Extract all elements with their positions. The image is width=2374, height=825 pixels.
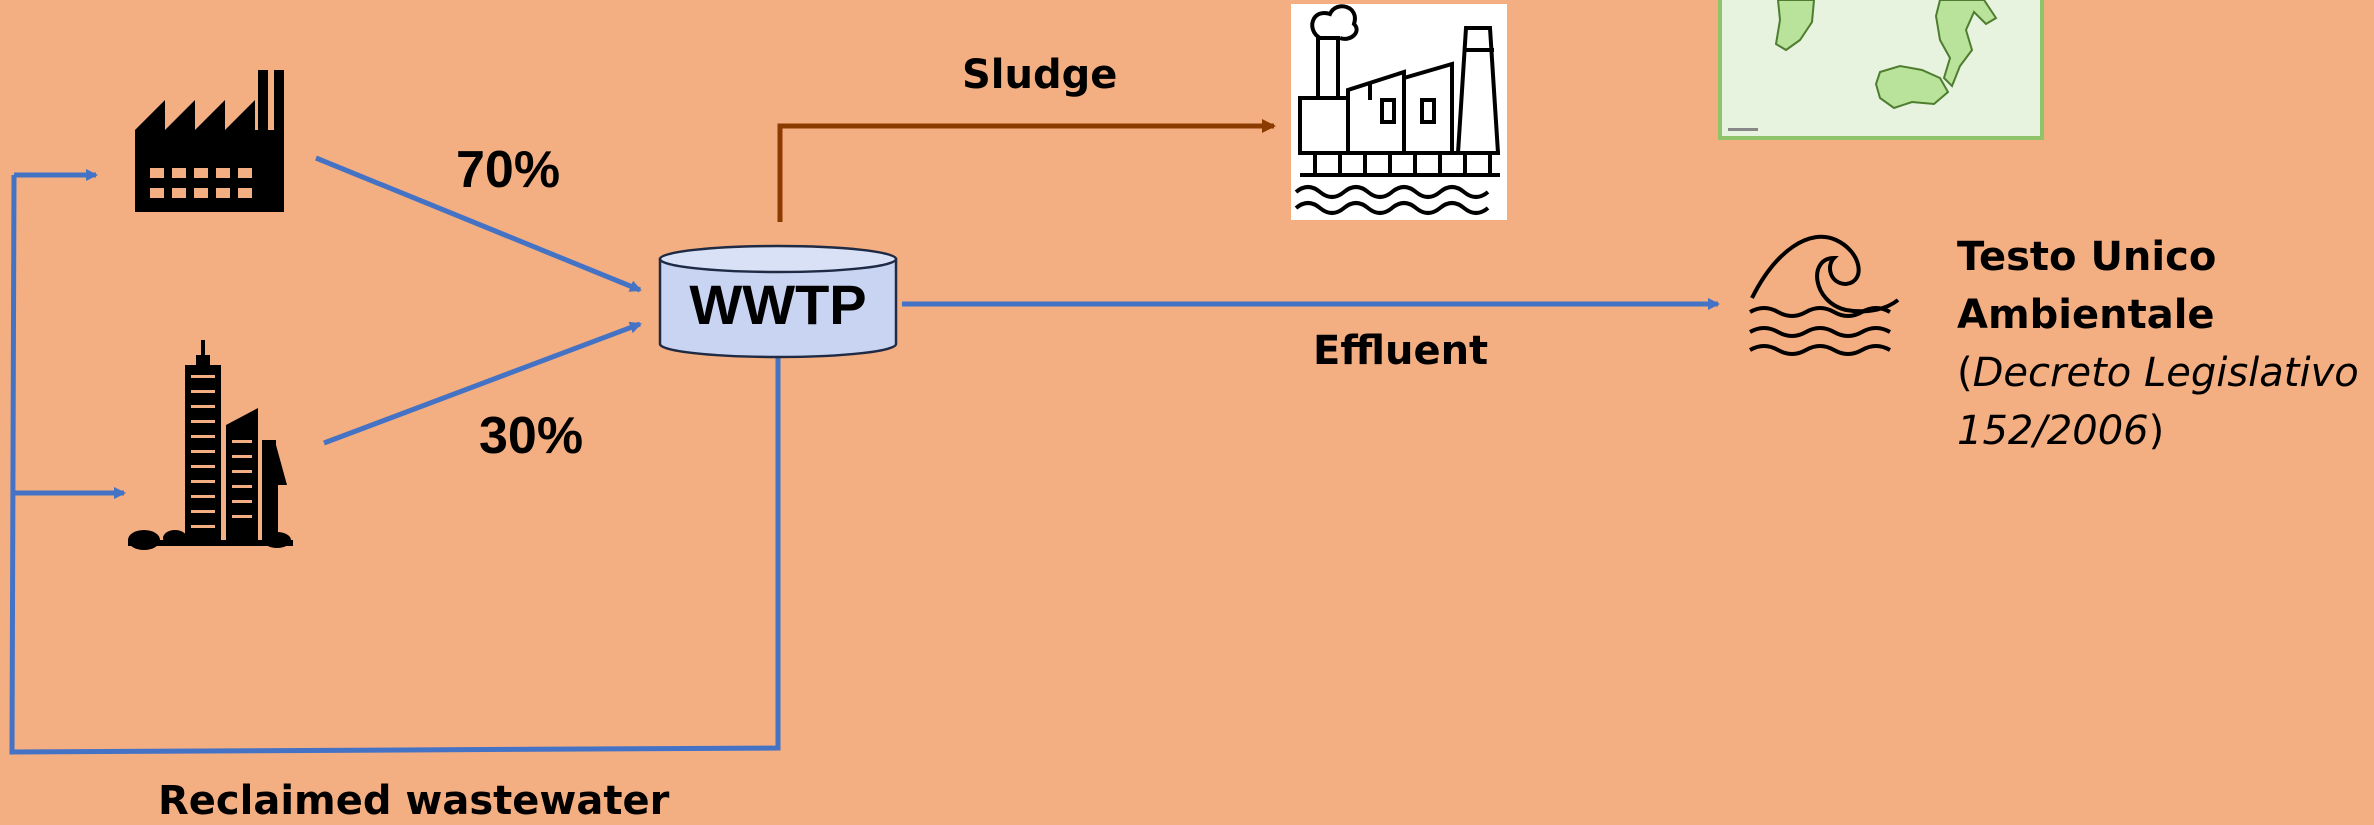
regulation-text: Testo Unico Ambientale (Decreto Legislat… xyxy=(1957,228,2359,460)
wwtp-label: WWTP xyxy=(689,273,867,336)
regulation-law-line2: 152/2006) xyxy=(1957,408,2165,454)
factory-icon xyxy=(135,70,284,212)
reclaimed-wastewater-label: Reclaimed wastewater xyxy=(158,778,670,824)
sludge-arrow xyxy=(777,119,1276,222)
regulation-title-line2: Ambientale xyxy=(1957,292,2215,338)
urban-share-label: 30% xyxy=(479,407,584,465)
city-buildings-icon xyxy=(128,340,293,550)
industrial-plant-icon xyxy=(1291,4,1507,220)
regulation-law-line1: (Decreto Legislativo xyxy=(1957,350,2359,396)
wwtp-tank xyxy=(658,244,898,359)
inflow-arrows xyxy=(315,155,642,446)
italy-map-icon xyxy=(1718,0,2044,140)
sea-wave-icon xyxy=(1749,234,1900,356)
effluent-label: Effluent xyxy=(1313,328,1489,374)
sludge-label: Sludge xyxy=(962,52,1118,98)
regulation-title-line1: Testo Unico xyxy=(1957,234,2217,280)
industry-share-label: 70% xyxy=(456,141,561,199)
reclaimed-water-loop xyxy=(9,169,781,755)
